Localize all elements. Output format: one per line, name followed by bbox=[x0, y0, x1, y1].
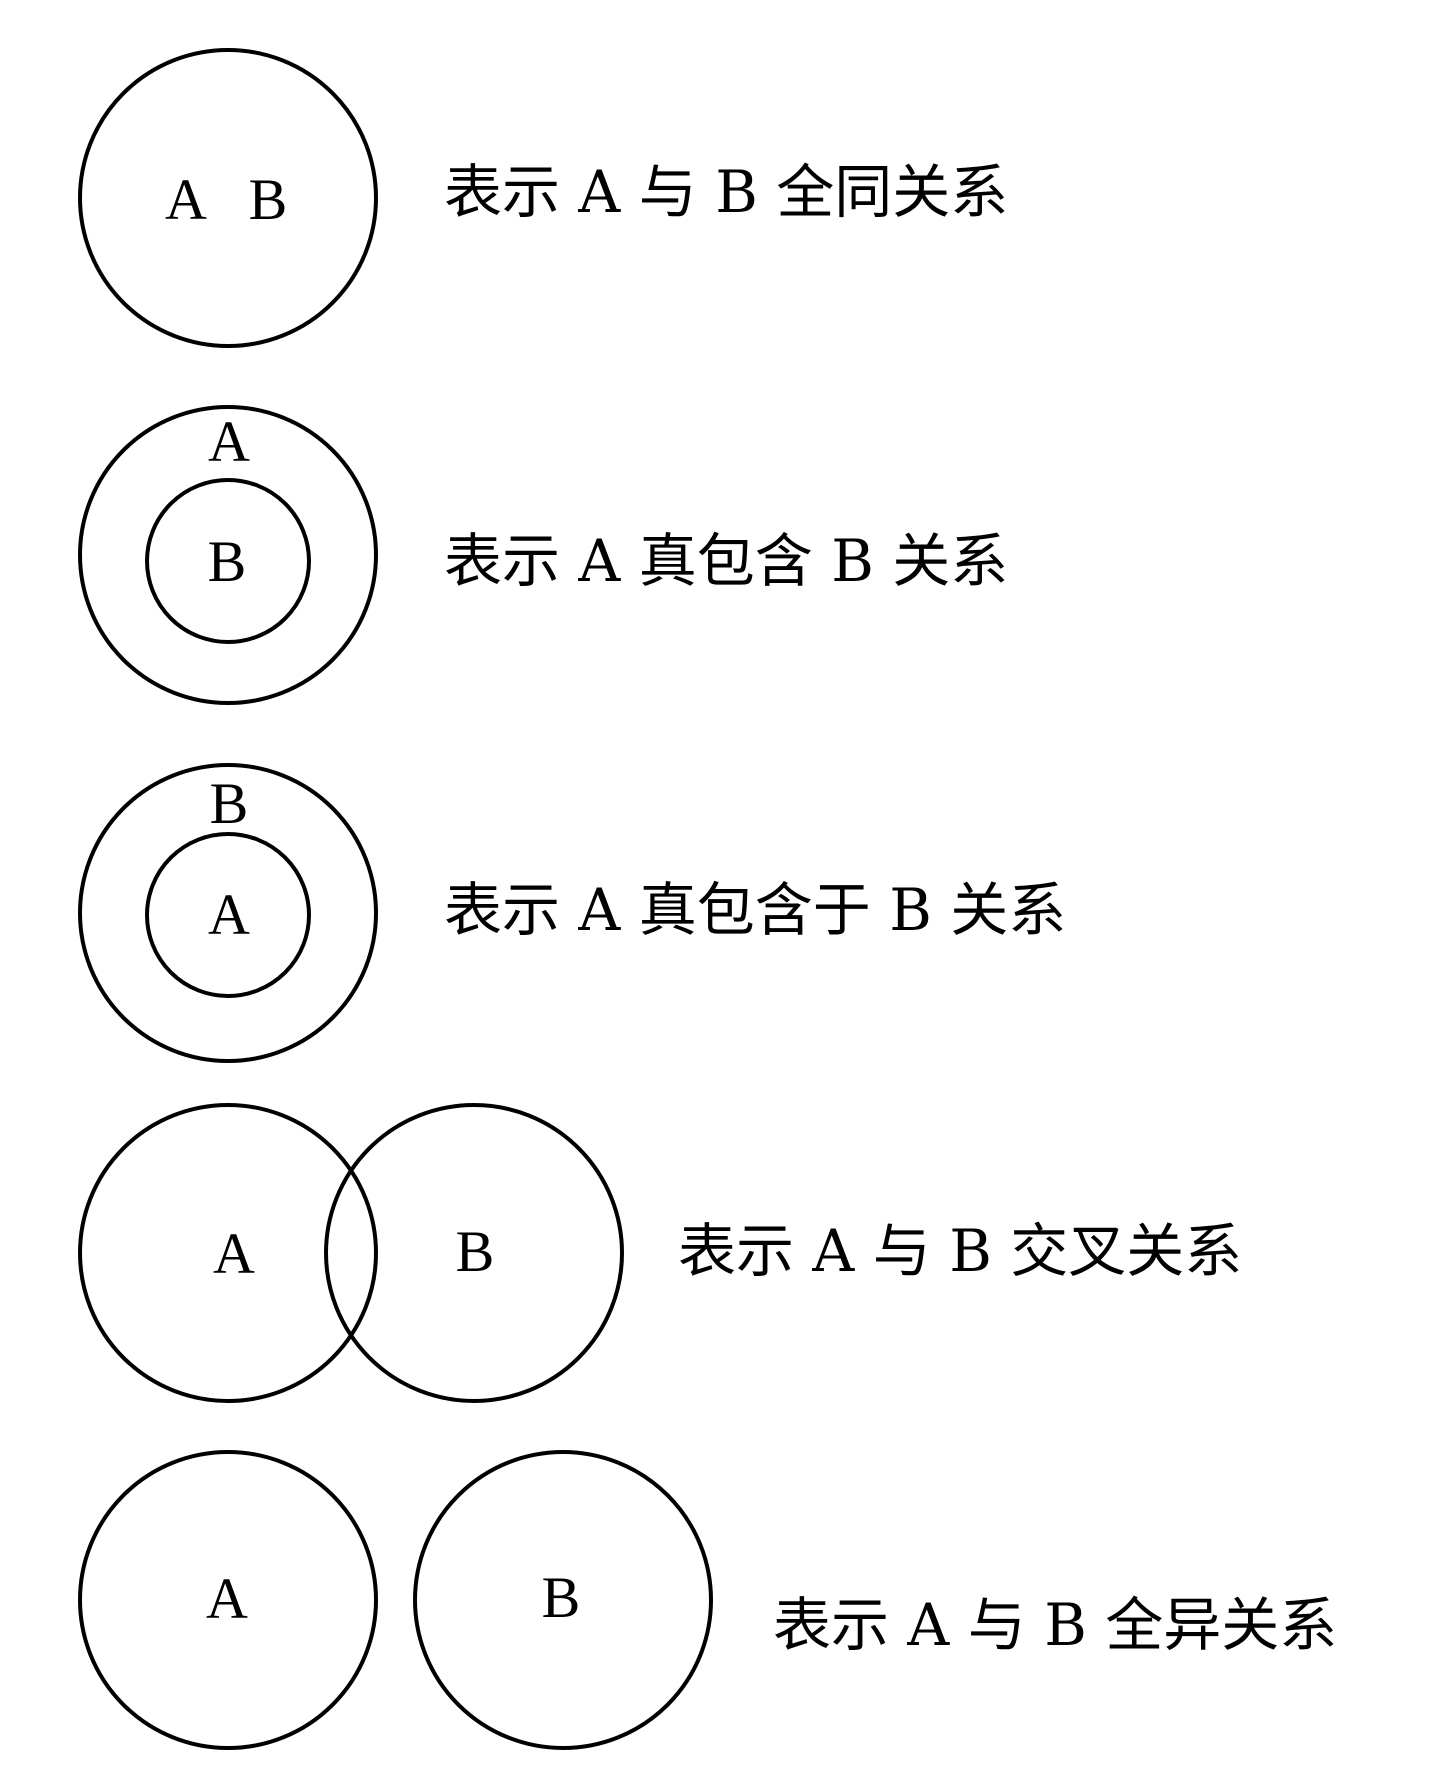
contains-relation-diagram: A B 表示 A 真包含 B 关系 bbox=[78, 405, 1008, 705]
outer-set-label: B bbox=[210, 771, 249, 836]
caption-disjoint: 表示 A 与 B 全异关系 bbox=[773, 1591, 1337, 1659]
set-label-a: A bbox=[213, 1221, 255, 1286]
caption-intersection: 表示 A 与 B 交叉关系 bbox=[678, 1217, 1242, 1285]
set-circle-a bbox=[78, 1450, 378, 1750]
set-circle-b bbox=[324, 1103, 624, 1403]
disjoint-relation-diagram: A B 表示 A 与 B 全异关系 bbox=[78, 1450, 1337, 1750]
set-label-a: A bbox=[165, 167, 207, 232]
outer-set-circle bbox=[78, 405, 378, 705]
set-label-b: B bbox=[542, 1565, 581, 1630]
inner-set-circle bbox=[145, 478, 311, 644]
set-circle-a bbox=[78, 1103, 378, 1403]
caption-contained-in: 表示 A 真包含于 B 关系 bbox=[444, 876, 1066, 944]
intersection-relation-diagram: A B 表示 A 与 B 交叉关系 bbox=[78, 1103, 1242, 1403]
inner-set-label: B bbox=[208, 529, 247, 594]
inner-set-label: A bbox=[208, 882, 250, 947]
set-label-b: B bbox=[249, 167, 288, 232]
identity-relation-diagram: A B 表示 A 与 B 全同关系 bbox=[78, 48, 1008, 348]
set-label-a: A bbox=[206, 1566, 248, 1631]
caption-identity: 表示 A 与 B 全同关系 bbox=[444, 158, 1008, 226]
outer-set-circle bbox=[78, 763, 378, 1063]
outer-set-label: A bbox=[208, 409, 250, 474]
inner-set-circle bbox=[145, 832, 311, 998]
set-circle-b bbox=[413, 1450, 713, 1750]
set-circle-ab bbox=[78, 48, 378, 348]
caption-contains: 表示 A 真包含 B 关系 bbox=[444, 527, 1008, 595]
set-label-b: B bbox=[456, 1219, 495, 1284]
contained-in-relation-diagram: B A 表示 A 真包含于 B 关系 bbox=[78, 763, 1066, 1063]
